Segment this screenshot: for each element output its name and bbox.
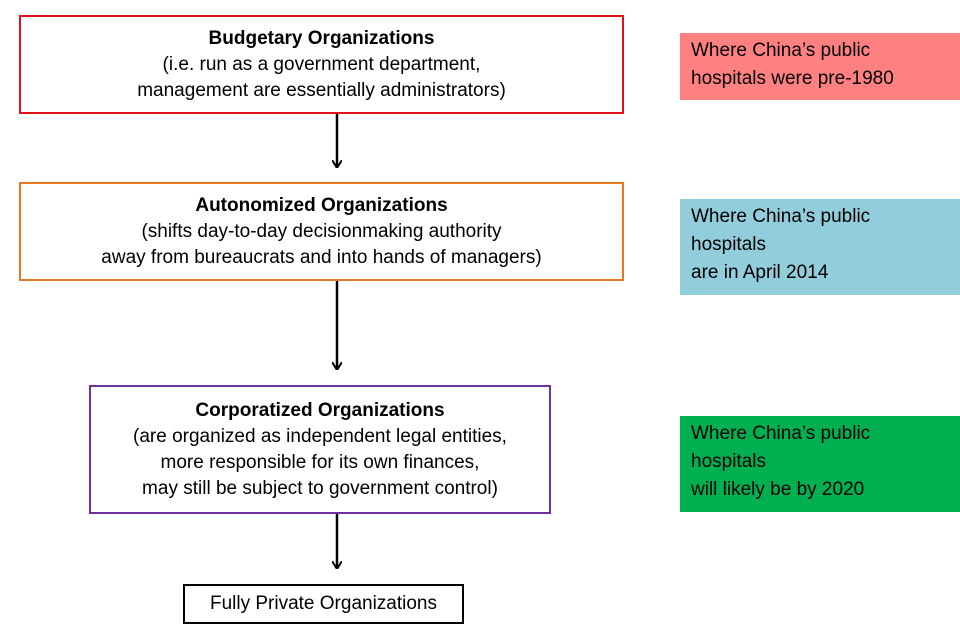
corporatized-organizations-box: Corporatized Organizations (are organize… bbox=[89, 385, 551, 514]
corporatized-title: Corporatized Organizations bbox=[195, 399, 445, 421]
corporatized-line-3: may still be subject to government contr… bbox=[142, 477, 498, 499]
budgetary-line-2: management are essentially administrator… bbox=[137, 79, 506, 101]
note-pre-1980-line-2: hospitals were pre-1980 bbox=[691, 68, 894, 89]
note-april-2014-line-3: are in April 2014 bbox=[691, 262, 829, 283]
note-april-2014-line-1: Where China’s public bbox=[691, 206, 871, 227]
note-by-2020-line-3: will likely be by 2020 bbox=[691, 479, 865, 500]
autonomized-title: Autonomized Organizations bbox=[195, 194, 448, 216]
note-by-2020-line-1: Where China’s public bbox=[691, 423, 871, 444]
budgetary-title: Budgetary Organizations bbox=[208, 27, 435, 49]
autonomized-organizations-box: Autonomized Organizations (shifts day-to… bbox=[19, 182, 624, 281]
note-pre-1980-line-1: Where China’s public bbox=[691, 40, 871, 61]
corporatized-line-1: (are organized as independent legal enti… bbox=[133, 425, 507, 447]
note-pre-1980: Where China’s public hospitals were pre-… bbox=[680, 33, 960, 100]
autonomized-line-2: away from bureaucrats and into hands of … bbox=[101, 246, 542, 268]
budgetary-organizations-box: Budgetary Organizations (i.e. run as a g… bbox=[19, 15, 624, 114]
fully-private-organizations-box: Fully Private Organizations bbox=[183, 584, 464, 624]
budgetary-line-1: (i.e. run as a government department, bbox=[162, 53, 481, 75]
autonomized-line-1: (shifts day-to-day decisionmaking author… bbox=[141, 220, 502, 242]
corporatized-line-2: more responsible for its own finances, bbox=[160, 451, 480, 473]
note-by-2020: Where China’s public hospitals will like… bbox=[680, 416, 960, 512]
note-by-2020-line-2: hospitals bbox=[691, 451, 766, 472]
private-title: Fully Private Organizations bbox=[209, 593, 438, 614]
note-april-2014-line-2: hospitals bbox=[691, 234, 766, 255]
note-april-2014: Where China’s public hospitals are in Ap… bbox=[680, 199, 960, 295]
